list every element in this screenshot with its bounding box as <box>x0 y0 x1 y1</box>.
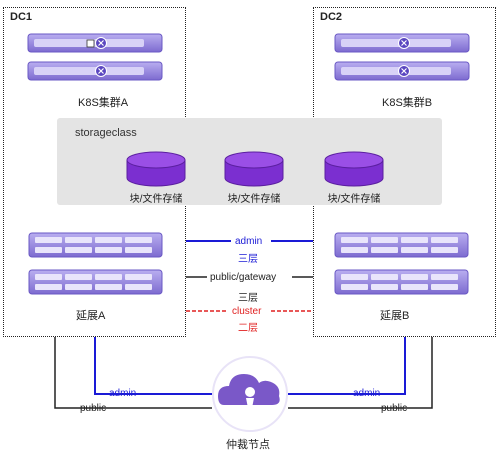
arbiter-public-link-right <box>288 337 433 409</box>
arbiter-public-link-left <box>54 337 212 409</box>
arbiter-admin-link-left <box>94 337 214 395</box>
dc1-title: DC1 <box>10 11 33 23</box>
storage-disk-1 <box>126 151 186 187</box>
storage-disk-2 <box>224 151 284 187</box>
k8s-server-b2 <box>334 61 470 81</box>
k8s-cluster-b-label: K8S集群B <box>382 97 433 109</box>
stretch-b-label: 延展B <box>380 310 410 322</box>
storage-disk-3 <box>324 151 384 187</box>
public-gateway-label: public/gateway <box>210 272 277 283</box>
disk-label-3: 块/文件存储 <box>327 194 381 205</box>
storageclass-title: storageclass <box>75 127 137 139</box>
cluster-layer-label: 二层 <box>238 323 258 334</box>
admin-link-label: admin <box>235 236 263 247</box>
k8s-server-a1 <box>27 33 163 53</box>
arbiter-right-public-label: public <box>381 403 408 414</box>
admin-layer-label: 三层 <box>238 254 258 265</box>
dc2-title: DC2 <box>320 11 343 23</box>
k8s-cluster-a-label: K8S集群A <box>78 97 129 109</box>
k8s-server-a2 <box>27 61 163 81</box>
arbiter-left-admin-label: admin <box>109 388 137 399</box>
disk-label-1: 块/文件存储 <box>129 194 183 205</box>
cluster-link-label: cluster <box>232 306 262 317</box>
arbiter-left-public-label: public <box>80 403 107 414</box>
arbiter-right-admin-label: admin <box>353 388 381 399</box>
storage-server-a1 <box>28 232 163 258</box>
storage-server-a2 <box>28 269 163 295</box>
stretch-a-label: 延展A <box>76 310 106 322</box>
disk-label-2: 块/文件存储 <box>227 194 281 205</box>
k8s-server-b1 <box>334 33 470 53</box>
storage-server-b2 <box>334 269 469 295</box>
arbiter-admin-link-right <box>288 337 406 395</box>
arbiter-node-icon <box>212 356 288 432</box>
public-layer-label: 三层 <box>238 293 258 304</box>
arbiter-node-label: 仲裁节点 <box>226 439 270 451</box>
storage-server-b1 <box>334 232 469 258</box>
